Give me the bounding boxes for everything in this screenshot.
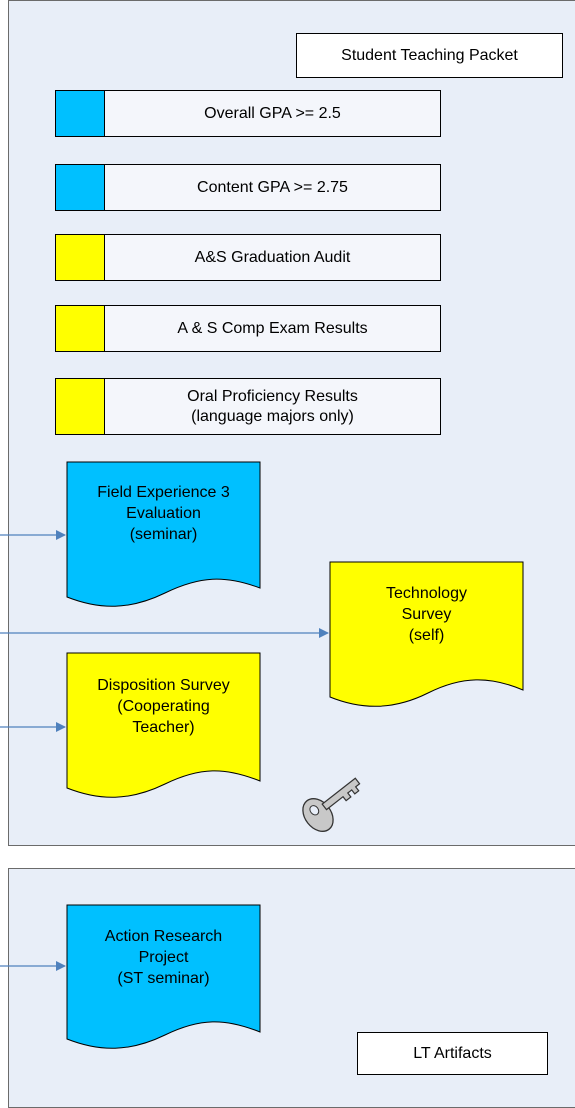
document-technology-survey [329, 561, 524, 707]
requirement-color-swatch [56, 91, 105, 136]
requirement-graduation-audit: A&S Graduation Audit [55, 234, 441, 281]
requirement-label: Overall GPA >= 2.5 [105, 91, 440, 136]
requirement-color-swatch [56, 235, 105, 280]
document-field-experience [66, 461, 261, 607]
document-action-research-label: Action Research Project (ST seminar) [104, 928, 223, 987]
requirement-label: A&S Graduation Audit [105, 235, 440, 280]
requirement-color-swatch [56, 379, 105, 434]
lt-artifacts-label: LT Artifacts [357, 1032, 548, 1075]
requirement-color-swatch [56, 306, 105, 351]
requirement-comp-exam: A & S Comp Exam Results [55, 305, 441, 352]
requirement-label: Content GPA >= 2.75 [105, 165, 440, 210]
key-icon [302, 777, 361, 832]
requirement-label: A & S Comp Exam Results [105, 306, 440, 351]
requirement-oral-proficiency: Oral Proficiency Results (language major… [55, 378, 441, 435]
document-disposition-survey [66, 652, 261, 798]
document-disposition-survey-label: Disposition Survey (Cooperating Teacher) [97, 677, 230, 736]
requirement-color-swatch [56, 165, 105, 210]
requirement-overall-gpa: Overall GPA >= 2.5 [55, 90, 441, 137]
document-action-research [66, 904, 261, 1049]
document-field-experience-label: Field Experience 3 Evaluation (seminar) [97, 484, 230, 543]
student-teaching-packet-label: Student Teaching Packet [296, 33, 563, 78]
document-technology-survey-label: Technology Survey (self) [386, 585, 467, 644]
requirement-label: Oral Proficiency Results (language major… [105, 379, 440, 434]
requirement-content-gpa: Content GPA >= 2.75 [55, 164, 441, 211]
